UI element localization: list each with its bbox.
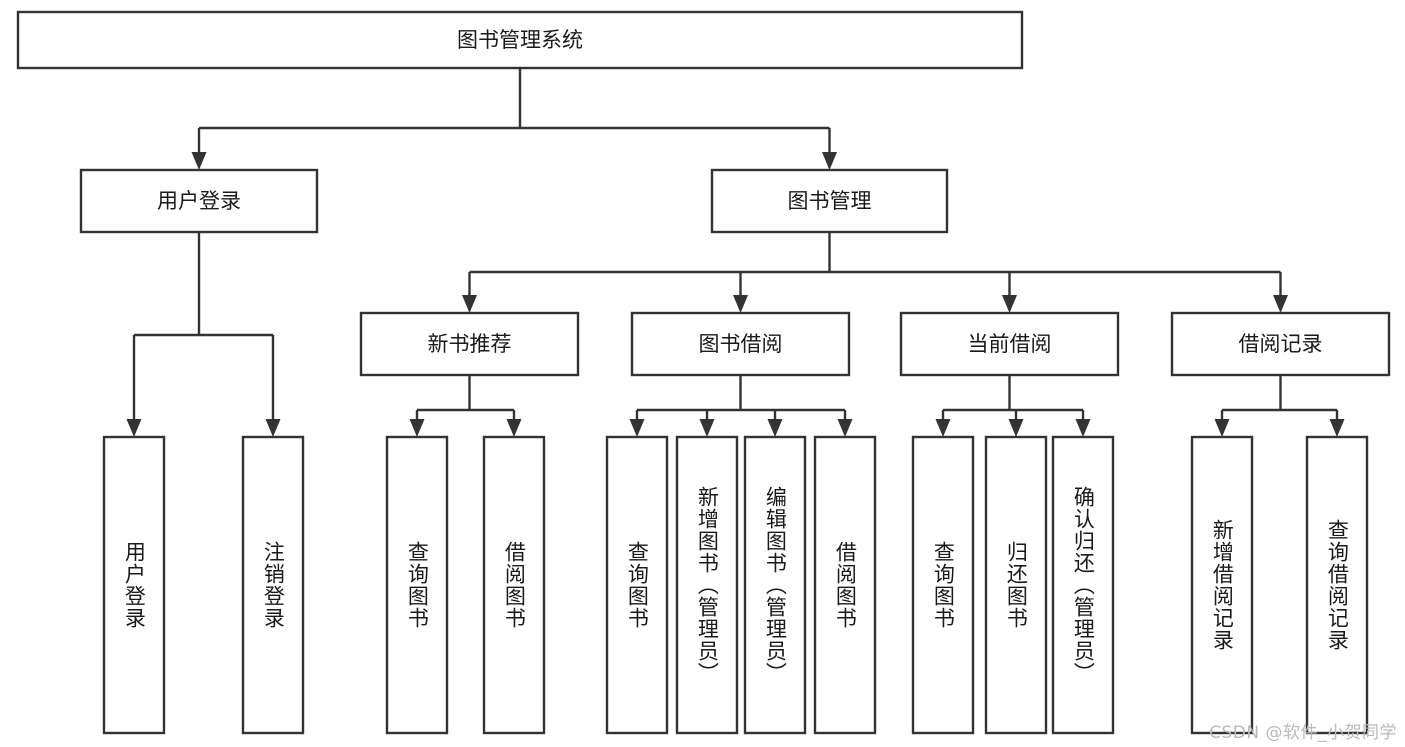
node-box-leaf-return-book[interactable]: [984, 435, 1048, 735]
node-box-leaf-user-login[interactable]: [102, 435, 166, 735]
link-root-to-book-management-arrowhead: [822, 152, 837, 170]
link-book-management-to-new-book-recommend-arrowhead: [462, 295, 477, 313]
link-book-management-to-borrow-record-arrowhead: [1273, 295, 1288, 313]
link-book-management-to-current-borrow-arrowhead: [1002, 295, 1017, 313]
node-label-user-login: 用户登录: [157, 189, 241, 213]
node-box-book-borrow[interactable]: [630, 311, 851, 377]
link-user-login-to-leaf-logout-arrowhead: [265, 419, 281, 437]
node-box-root[interactable]: [16, 10, 1024, 70]
node-box-leaf-query-record[interactable]: [1305, 435, 1369, 735]
link-book-borrow-to-leaf-borrow-book-bb-arrowhead: [837, 419, 853, 437]
node-label-borrow-record: 借阅记录: [1239, 332, 1323, 356]
link-current-borrow-to-leaf-query-book-cb-arrowhead: [935, 419, 951, 437]
node-box-leaf-query-book-nb[interactable]: [385, 435, 449, 735]
link-current-borrow-to-leaf-confirm-return-arrowhead: [1075, 419, 1091, 437]
node-box-leaf-borrow-book-bb[interactable]: [813, 435, 877, 735]
node-box-book-management[interactable]: [710, 168, 949, 234]
node-label-book-borrow: 图书借阅: [699, 332, 783, 356]
link-book-borrow-to-leaf-edit-book-admin-arrowhead: [767, 419, 783, 437]
link-book-borrow-to-leaf-add-book-admin-arrowhead: [699, 419, 715, 437]
node-box-leaf-query-book-bb[interactable]: [605, 435, 669, 735]
link-borrow-record-to-leaf-add-record-arrowhead: [1214, 419, 1230, 437]
node-label-root: 图书管理系统: [457, 28, 583, 52]
node-box-leaf-query-book-cb[interactable]: [911, 435, 975, 735]
node-label-book-management: 图书管理: [788, 189, 872, 213]
connectors-layer: [126, 68, 1345, 437]
node-boxes-layer: [16, 10, 1391, 735]
link-user-login-to-leaf-user-login-arrowhead: [126, 419, 142, 437]
node-label-current-borrow: 当前借阅: [968, 332, 1052, 356]
node-box-leaf-edit-book-admin[interactable]: [743, 435, 807, 735]
node-box-new-book-recommend[interactable]: [359, 311, 580, 377]
link-book-management-to-book-borrow-arrowhead: [733, 295, 748, 313]
node-box-leaf-add-book-admin[interactable]: [675, 435, 739, 735]
node-box-current-borrow[interactable]: [899, 311, 1120, 377]
node-box-leaf-borrow-book-nb[interactable]: [482, 435, 546, 735]
node-label-new-book-recommend: 新书推荐: [428, 332, 512, 356]
link-book-borrow-to-leaf-query-book-bb-arrowhead: [629, 419, 645, 437]
node-box-leaf-add-record[interactable]: [1190, 435, 1254, 735]
link-root-to-user-login-arrowhead: [191, 152, 207, 170]
watermark-text: CSDN @软件_小贺同学: [1209, 723, 1397, 743]
node-box-leaf-logout[interactable]: [241, 435, 305, 735]
link-new-book-recommend-to-leaf-query-book-nb-arrowhead: [409, 419, 425, 437]
node-box-user-login[interactable]: [79, 168, 319, 234]
link-borrow-record-to-leaf-query-record-arrowhead: [1329, 419, 1345, 437]
link-new-book-recommend-to-leaf-borrow-book-nb-arrowhead: [506, 419, 522, 437]
node-box-leaf-confirm-return[interactable]: [1051, 435, 1115, 735]
node-box-borrow-record[interactable]: [1170, 311, 1391, 377]
link-current-borrow-to-leaf-return-book-arrowhead: [1008, 419, 1024, 437]
